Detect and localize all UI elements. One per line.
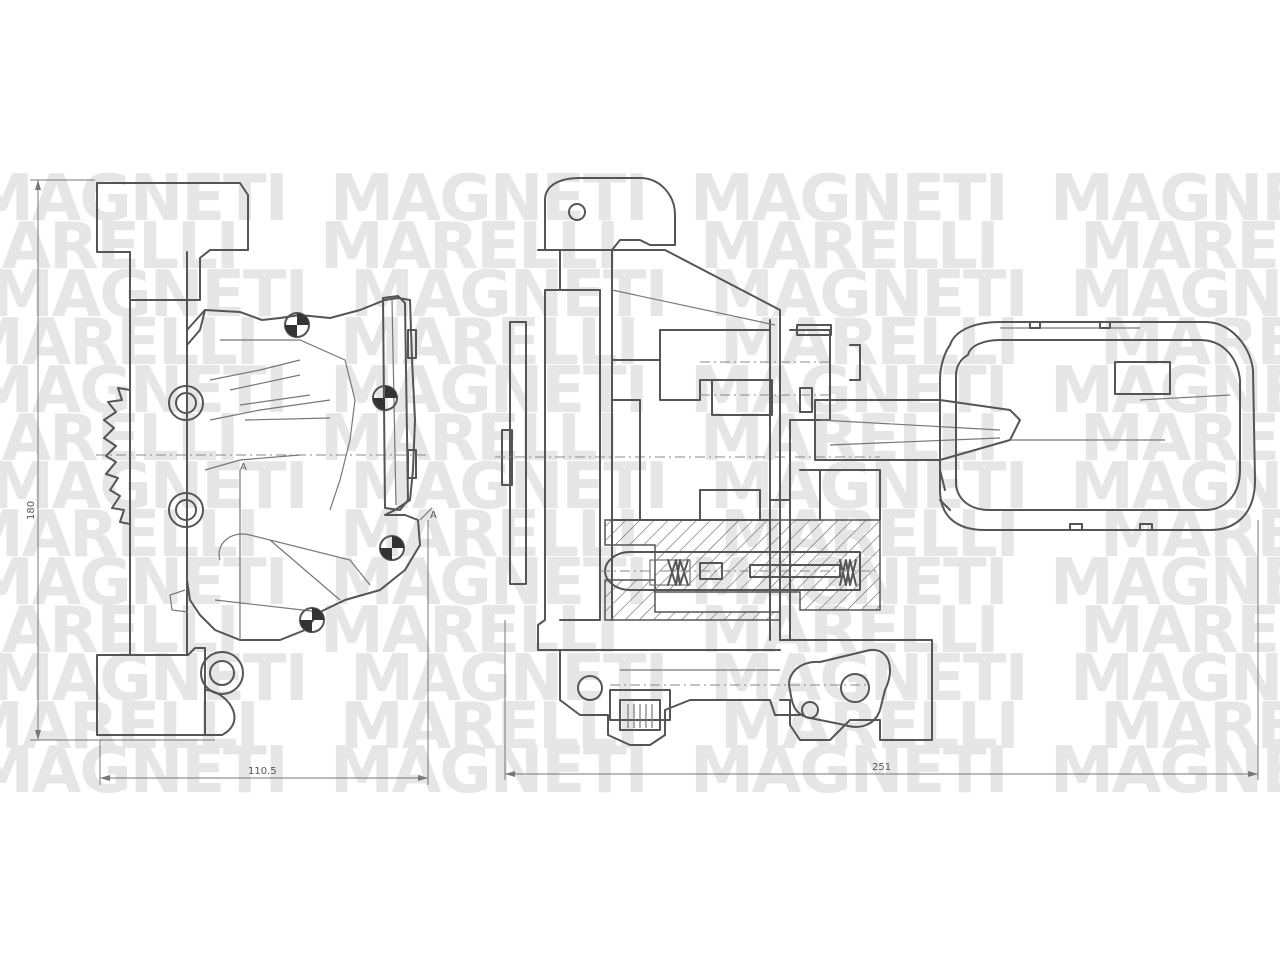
- watermark-row: MAGNETI: [0, 734, 287, 808]
- watermark-row: MAGNETI: [1070, 450, 1280, 524]
- watermark-row: MARELLI: [320, 402, 618, 476]
- watermark-row: MAGNETI: [0, 450, 307, 524]
- watermark-row: MARELLI: [1080, 594, 1280, 668]
- watermark-row: MAGNETI: [1070, 258, 1280, 332]
- sprocket: [103, 387, 131, 525]
- height-dimension-label: 180: [26, 501, 37, 520]
- watermark-row: MAGNETI: [710, 258, 1027, 332]
- section-label-a-top: A: [240, 462, 247, 473]
- watermark-row: MAGNETI: [0, 354, 287, 428]
- watermark-row: MAGNETI: [1050, 354, 1280, 428]
- oil-strainer: [939, 321, 1256, 531]
- spring: [839, 559, 857, 586]
- watermark-row: MARELLI: [1100, 306, 1280, 380]
- watermark-row: MAGNETI: [0, 162, 287, 236]
- relief-valve-section: [600, 519, 881, 621]
- watermark-row: MARELLI: [1080, 402, 1280, 476]
- watermark: MAGNETI MAGNETI MAGNETI MAGNETI MARELLI …: [0, 162, 1280, 808]
- front-width-dimension: 251: [504, 520, 1259, 780]
- height-dimension: 180: [26, 179, 215, 741]
- watermark-row: MAGNETI: [710, 642, 1027, 716]
- watermark-row: MAGNETI: [710, 450, 1027, 524]
- spring: [667, 559, 689, 586]
- front-width-label: 251: [872, 762, 891, 773]
- watermark-row: MAGNETI: [1050, 546, 1280, 620]
- bolt: [372, 385, 398, 411]
- watermark-row: MAGNETI: [0, 258, 307, 332]
- bolt: [168, 492, 204, 528]
- drain-plug: [609, 689, 671, 731]
- side-view: 180 110.5: [26, 179, 437, 785]
- watermark-row: MAGNETI: [330, 162, 647, 236]
- watermark-row: MAGNETI: [330, 734, 647, 808]
- side-width-label: 110.5: [248, 766, 277, 777]
- watermark-row: MAGNETI: [1050, 162, 1280, 236]
- watermark-row: MAGNETI: [1070, 642, 1280, 716]
- watermark-row: MAGNETI: [690, 734, 1007, 808]
- watermark-row: MAGNETI: [690, 162, 1007, 236]
- watermark-row: MAGNETI: [350, 642, 667, 716]
- watermark-row: MARELLI: [1080, 210, 1280, 284]
- watermark-row: MAGNETI: [350, 258, 667, 332]
- section-label-a-side: A: [430, 510, 437, 521]
- bolt: [168, 385, 204, 421]
- bolt: [299, 607, 325, 633]
- watermark-row: MARELLI: [700, 210, 998, 284]
- bolt: [284, 312, 310, 338]
- watermark-row: MARELLI: [320, 594, 618, 668]
- bolt: [379, 535, 405, 561]
- watermark-row: MAGNETI: [1050, 734, 1280, 808]
- front-view: 251: [495, 177, 1259, 780]
- bolt: [200, 651, 244, 695]
- watermark-row: MARELLI: [320, 210, 618, 284]
- watermark-row: MARELLI: [340, 306, 638, 380]
- watermark-row: MAGNETI: [330, 546, 647, 620]
- watermark-row: MARELLI: [340, 690, 638, 764]
- watermark-row: MARELLI: [0, 690, 258, 764]
- side-width-dimension: 110.5: [99, 520, 429, 785]
- watermark-row: MARELLI: [1100, 690, 1280, 764]
